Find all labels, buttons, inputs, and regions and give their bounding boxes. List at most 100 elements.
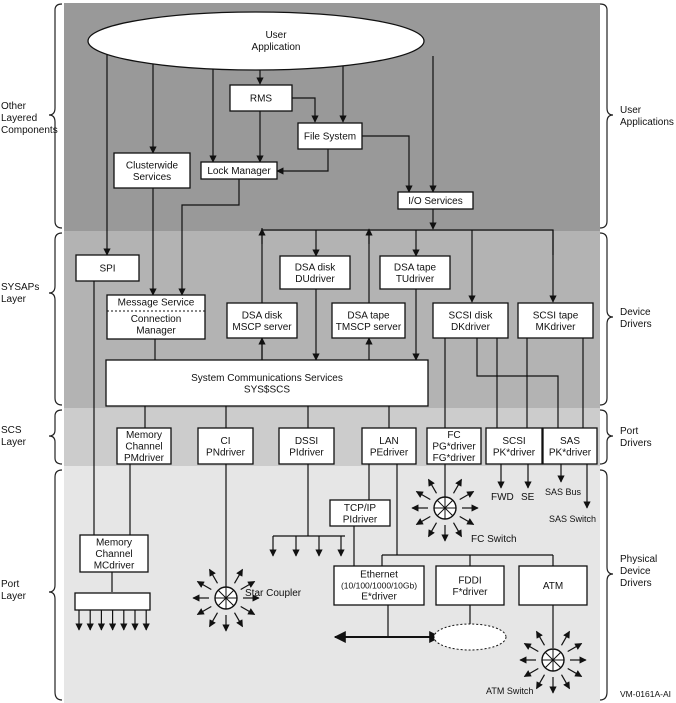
connectors [93, 52, 591, 648]
switch-ray-arrow [208, 568, 219, 584]
switch-ray-arrow [240, 580, 256, 591]
fddi-ring [433, 623, 507, 651]
box-frame [200, 161, 278, 180]
brace-other-layered-components [48, 3, 63, 229]
box-frame [329, 499, 391, 527]
switch-ray-arrow [233, 612, 244, 628]
switch-ray-arrow [452, 478, 463, 494]
box-frame [517, 302, 594, 339]
fwd-label: FWD [491, 492, 514, 503]
switch-ray-arrow [567, 642, 583, 653]
brace-device-drivers [599, 232, 614, 406]
switch-ray-arrow [427, 478, 438, 494]
box-frame [279, 255, 351, 290]
annotations: FWD SE SAS Bus SAS Switch FC Switch Star… [245, 487, 671, 699]
box-frame [542, 427, 598, 465]
switch-ray-arrow [427, 522, 438, 538]
sas-switch-label: SAS Switch [549, 514, 596, 524]
switch-ray-arrow [208, 612, 219, 628]
box-rms: RMS [229, 84, 293, 112]
switch-ray-arrow [535, 674, 546, 690]
switch-spoke [436, 499, 454, 517]
box-frame [197, 427, 254, 465]
box-label: SPI [99, 264, 115, 275]
box-frame [297, 122, 363, 150]
switch-ray-arrow [459, 515, 475, 526]
switch-spoke [544, 651, 562, 669]
switch-ray-arrow [535, 630, 546, 646]
box-label: E*driver [361, 592, 397, 603]
se-label: SE [521, 492, 535, 503]
box-label: Ethernet [360, 570, 398, 581]
atm-switch-label: ATM Switch [486, 686, 533, 696]
figure-id: VM-0161A-AI [620, 689, 671, 699]
memory-channel-hub [74, 592, 151, 611]
star-coupler-label: Star Coupler [245, 588, 302, 599]
box-frame [361, 427, 417, 465]
box-label: File System [304, 132, 356, 143]
switch-glyphs [192, 478, 587, 694]
switch-ray-arrow [560, 630, 571, 646]
box-file-system: File System [297, 122, 363, 150]
box-label: Message Service [118, 298, 195, 309]
box-lock-manager: Lock Manager [200, 161, 278, 180]
brace-sysaps-layer [48, 232, 63, 406]
box-frame [105, 359, 429, 407]
fc-switch-label: FC Switch [471, 534, 517, 545]
box-spi: SPI [75, 254, 140, 282]
box-frame [397, 191, 474, 210]
box-frame [116, 427, 172, 465]
switch-ray-arrow [523, 642, 539, 653]
switch-ray-arrow [567, 667, 583, 678]
box-frame [79, 534, 149, 573]
box-frame [485, 427, 543, 465]
box-frame [106, 294, 206, 340]
box-label: (10/100/1000/10Gb) [341, 581, 417, 591]
box-frame [226, 302, 298, 339]
switch-ray-arrow [452, 522, 463, 538]
switch-ray-arrow [459, 490, 475, 501]
box-label: I/O Services [408, 196, 462, 207]
atm-switch-icon [519, 630, 587, 694]
box-io-services: I/O Services [397, 191, 474, 210]
right-braces [599, 3, 614, 701]
box-frame [113, 152, 191, 189]
left-braces [48, 3, 63, 701]
brace-physical-device-drivers [599, 469, 614, 701]
